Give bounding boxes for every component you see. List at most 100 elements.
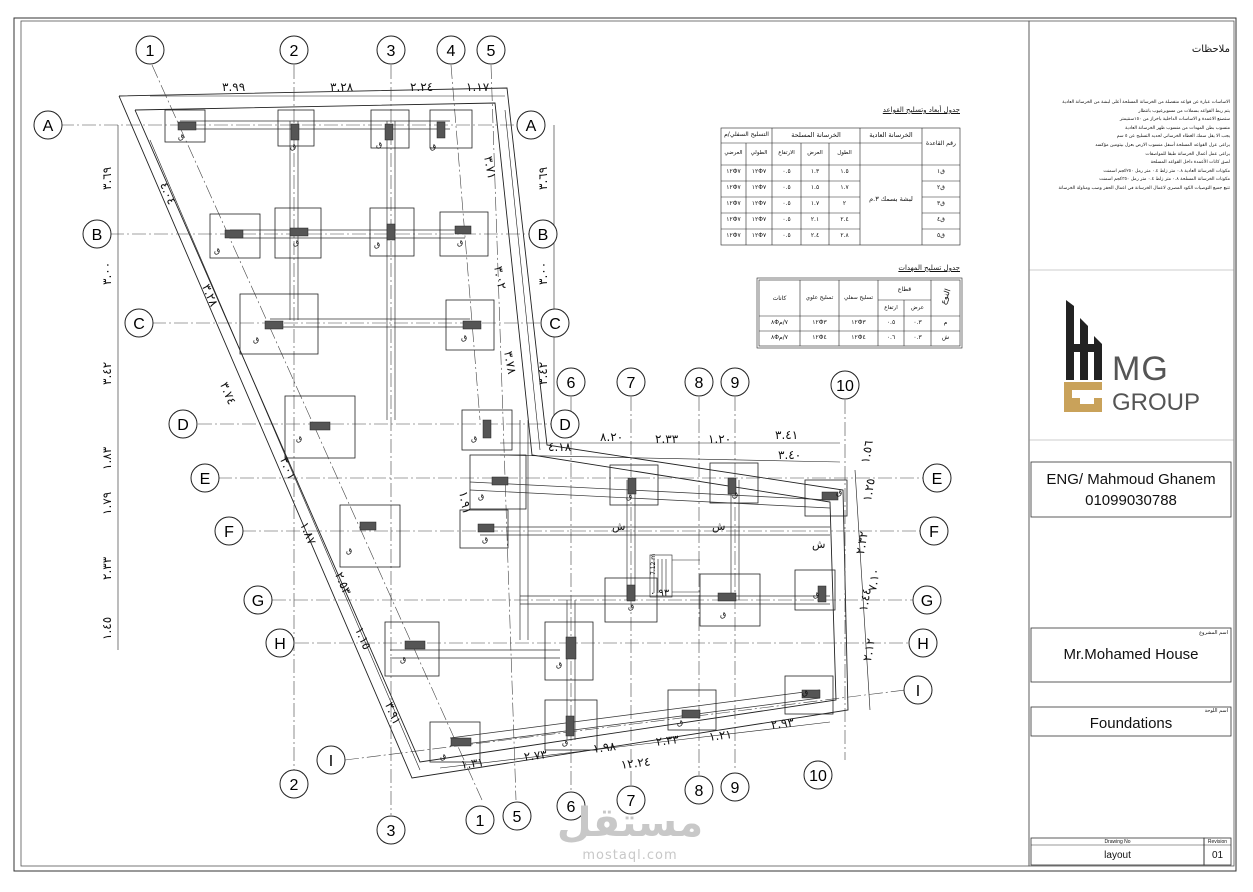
beam-cell-bottom: ١٢Φ٣ [851,319,866,326]
footing-cell-length: ١.٧ [840,184,849,191]
stair-dimension: 7.12 m [650,553,657,575]
footing-cell-length: ٢.٤ [840,216,849,223]
footing-cell-long-steel: ١٢Φ٧ [751,168,767,175]
beam-cell-width: ٠.٣ [913,319,922,326]
grid-bubble-row-left: D [168,409,198,439]
grid-bubble-top-label: 1 [146,43,155,60]
dim-left: ٣.٠٠ [100,261,114,285]
footings [164,109,848,763]
grid-bubble-mid-top-label: 9 [731,375,740,392]
dim-bottom: ١.٢١ [708,727,733,744]
sheet-border [13,17,1237,872]
grid-bubble-row-right: C [540,308,570,338]
footing-tag: ق [677,718,684,727]
drawing-name-box [1030,706,1232,737]
footing-cell-long-steel: ١٢Φ٧ [751,232,767,239]
grid-bubble-row-left: I [316,745,346,775]
beam-cell-bottom: ١٢Φ٤ [851,334,866,341]
footing-header-id: رقم القاعدة [926,140,956,147]
grid-bubble-mid-top-label: 7 [627,375,636,392]
grid-bubble-mid-bottom: 6 [556,791,586,821]
dim-left: ١.٨٣ [100,446,114,470]
project-box [1030,627,1232,683]
footing-tag: ق [732,490,739,499]
grid-bubble-top-label: 5 [487,43,496,60]
grid-bubble-row-right-label: B [538,227,549,244]
revision-box [1203,837,1232,866]
grid-bubble-mid-bottom: 7 [616,785,646,815]
mg-group-logo [1064,300,1102,412]
beam-cell-height: ٠.٦ [886,334,896,341]
grid-bubble-row-right: A [516,110,546,140]
dim-right: ٣.٤٢ [536,361,550,385]
grid-bubble-row-left-label: A [43,118,54,135]
beam-cell-top: ١٢Φ٣ [812,319,827,326]
dim-right: ٣.٦٩ [536,166,550,190]
beam-header-height: ارتفاع [884,305,898,311]
building-outline [118,87,849,779]
stair-small-dim: ٠.٩٣ [650,588,670,599]
logo-text-mg: MG [1112,350,1169,388]
grid-bubble-top: 1 [135,35,165,65]
note-item: يتم ربط القواعد بسملات من مسوبرعيوب بانت… [1138,108,1230,114]
footing-cell-width: ١.٥ [810,184,820,191]
beam-cell-type: م [943,319,948,326]
grid-bubble-bottom: 2 [279,769,309,799]
grid-bubble-row-right-label: H [917,636,929,653]
footing-header-steel: التسليح السفلي/م [724,131,769,138]
project-name: Mr.Mohamed House [1063,646,1199,663]
footing-cell-length: ٢ [842,200,847,207]
footing-tag: ق [296,434,303,443]
grid-bubble-row-right: B [528,219,558,249]
footing-cell-short-steel: ١٢Φ٧ [726,184,741,191]
footing-tag: ق [214,246,221,255]
footing-cell-height: ٠.٥ [782,216,791,223]
grid-bubble-row-left: H [265,628,295,658]
dim-left: ١.٤٥ [100,616,114,640]
beam-header-width: عرض [911,305,924,311]
revision-value: 01 [1211,850,1224,861]
grid-bubble-row-right: I [903,675,933,705]
beam-tag: ش [812,538,826,551]
note-item: منسوب بطن المهدات من منسوب ظهر الخرسانة … [1125,125,1230,131]
grid-bubble-mid-bottom-label: 9 [731,780,740,797]
note-item: مكونات الخرسانة المسلحة ٠.٨ متر زلط ٠.٤ … [1099,177,1230,183]
grid-bubble-row-left-label: E [200,471,211,488]
beam-cell-stirrups: ٨Φ٧/م [771,334,788,341]
beam-tag: ش [612,520,626,533]
beam-header-section: قطاع [897,286,912,293]
note-item: يجب الا يقل سمك الغطاء الخرساني لحديد ال… [1116,134,1230,140]
footing-tag: ق [628,602,635,611]
grid-bubble-mid-top: 7 [616,367,646,397]
grid-bubble-row-left: G [243,585,273,615]
engineer-box [1030,461,1232,518]
footing-cell-width: ١.٣ [810,168,820,175]
footing-cell-short-steel: ١٢Φ٧ [726,216,741,223]
beam-table [756,277,963,349]
grid-bubble-mid-top-label: 10 [836,378,854,395]
beam-cell-stirrups: ٨Φ٧/م [771,319,788,326]
grid-bubble-row-left: F [214,516,244,546]
dim-top: ٣.٩٩ [222,80,246,94]
grid-bubble-mid-bottom-label: 8 [695,783,704,800]
footing-cell-width: ٢.١ [810,216,820,223]
grid-bubble-top-label: 3 [387,43,396,60]
note-item: يراعى عمل أعمال الخرسانة طبقا للمواصفات [1145,151,1230,157]
grid-bubble-row-right: G [912,585,942,615]
footing-cell-long-steel: ١٢Φ٧ [751,200,767,207]
grid-bubble-top: 3 [376,35,406,65]
beam-table-title: جدول تسليح المهدات [898,264,960,272]
footing-cell-short-steel: ١٢Φ٧ [726,232,741,239]
footing-tag: ق [457,238,464,247]
grid-bubble-top: 2 [279,35,309,65]
note-item: مكونات الخرسانة العادية ٠.٨ متر زلط ٠.٤ … [1103,168,1230,174]
beam-header-bottom: تسليح سفلي [843,295,873,301]
footing-sub-header: العرضي [724,150,743,156]
dim-top: ٣.٢٨ [330,80,354,94]
watermark-url: mostaql.com [582,848,678,863]
footing-tag: ق [813,590,820,599]
footing-sub-header: العرض [807,150,823,156]
footing-cell-short-steel: ١٢Φ٧ [726,168,741,175]
note-item: يراعى عزل القواعد المسلحة أسفل منسوب الا… [1095,142,1230,148]
grid-bubble-top: 4 [436,35,466,65]
